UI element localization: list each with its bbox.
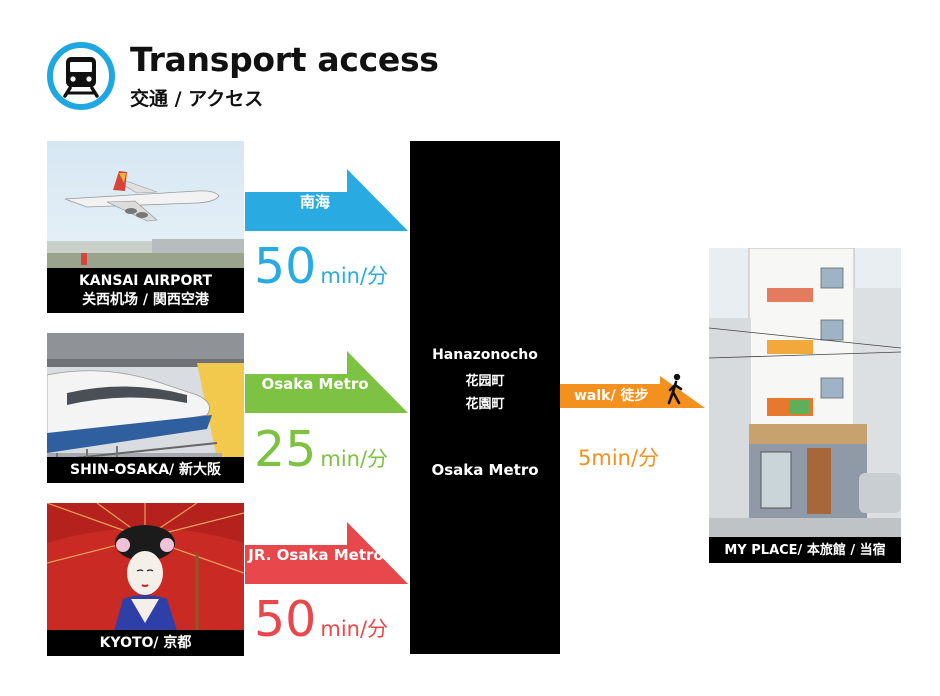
kyoto-photo: KYOTO/ 京都 xyxy=(47,503,244,656)
osaka-metro-line-arrow: Osaka Metro xyxy=(245,351,408,413)
kansai-airport-caption: KANSAI AIRPORT 关西机场 / 関西空港 xyxy=(47,268,244,313)
origin-label: SHIN-OSAKA/ 新大阪 xyxy=(69,462,222,478)
line-label: 南海 xyxy=(299,193,330,211)
origin-label: KYOTO/ 京都 xyxy=(99,635,192,651)
duration-unit: min/分 xyxy=(320,264,389,288)
kansai-airport-photo: KANSAI AIRPORT 关西机场 / 関西空港 xyxy=(47,141,244,313)
line-label: JR. Osaka Metro xyxy=(248,546,384,564)
walk-duration: 5min/分 xyxy=(578,446,660,470)
walking-person-icon xyxy=(664,372,688,406)
duration-value: 50 xyxy=(254,238,317,295)
station-name-en: Hanazonocho xyxy=(432,347,538,363)
station-name-zh: 花园町 xyxy=(465,374,505,389)
origin-label: KANSAI AIRPORT xyxy=(78,273,213,289)
walk-label: walk/ 徒步 xyxy=(574,388,649,404)
page-title: Transport access xyxy=(130,40,439,79)
jr-osaka-metro-line-arrow: JR. Osaka Metro xyxy=(245,522,408,584)
line-label: Osaka Metro xyxy=(261,375,369,393)
station-line: Osaka Metro xyxy=(431,461,539,479)
station-name-ja: 花園町 xyxy=(465,397,505,412)
building-image xyxy=(709,248,901,563)
my-place-caption: MY PLACE/ 本旅館 / 当宿 xyxy=(709,537,901,563)
page-subtitle: 交通 / アクセス xyxy=(130,88,264,110)
shin-osaka-caption: SHIN-OSAKA/ 新大阪 xyxy=(47,457,244,483)
my-place-photo: MY PLACE/ 本旅館 / 当宿 xyxy=(709,248,901,563)
train-icon xyxy=(46,41,116,111)
duration-unit: min/分 xyxy=(320,617,389,641)
nankai-line-arrow: 南海 xyxy=(245,169,408,231)
duration-unit: min/分 xyxy=(320,447,389,471)
origin-local-label: 关西机场 / 関西空港 xyxy=(82,292,209,308)
destination-label: MY PLACE/ 本旅館 / 当宿 xyxy=(724,543,886,558)
walk-arrow: walk/ 徒步 xyxy=(560,373,705,414)
kyoto-caption: KYOTO/ 京都 xyxy=(47,630,244,656)
shin-osaka-photo: SHIN-OSAKA/ 新大阪 xyxy=(47,333,244,483)
hanazonocho-station-box: Hanazonocho 花园町 花園町 Osaka Metro xyxy=(410,141,560,654)
duration-value: 25 xyxy=(254,421,317,478)
duration-value: 50 xyxy=(254,591,317,648)
